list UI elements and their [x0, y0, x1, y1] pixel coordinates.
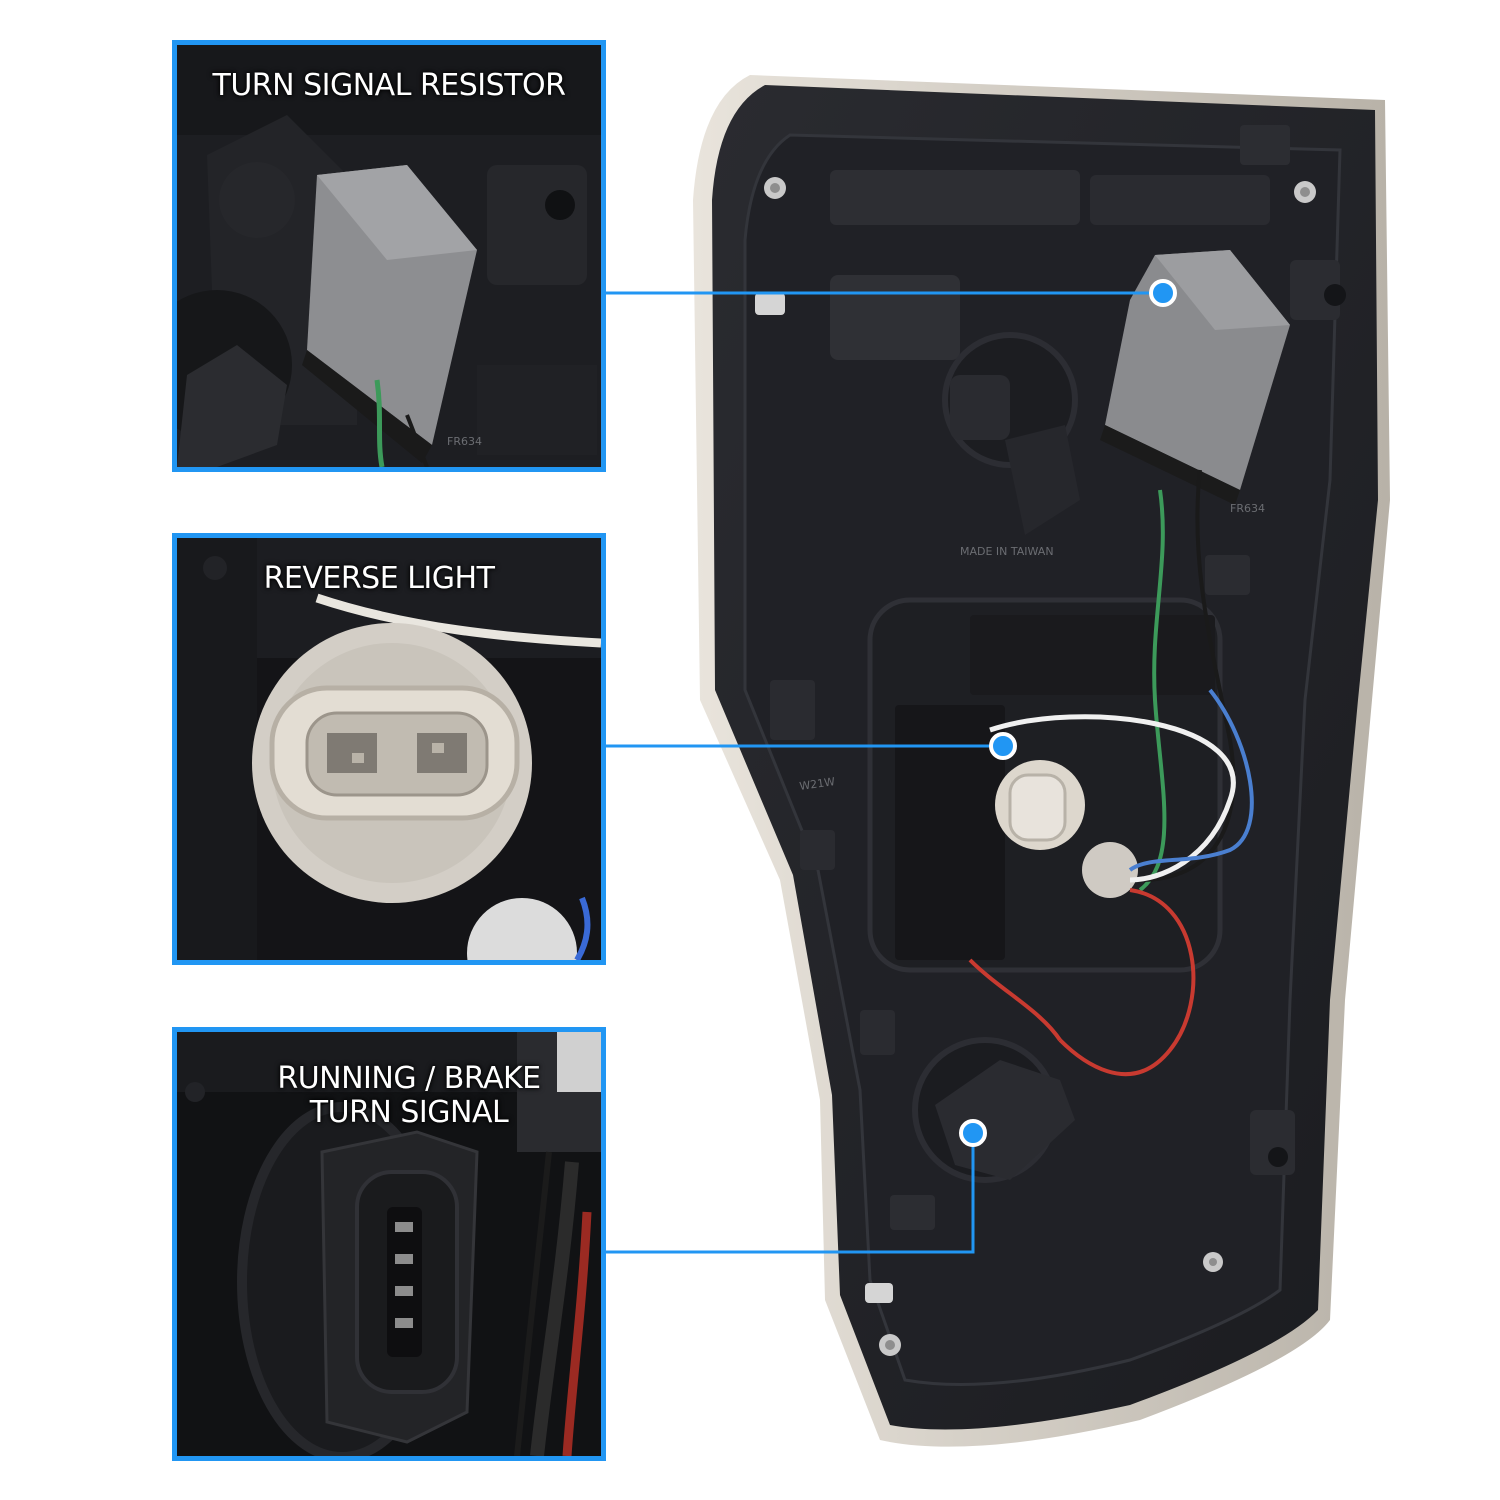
callout-photo-resistor: FR634: [177, 45, 601, 467]
callout-photo-reverse: [177, 538, 601, 960]
callout-label-turn-signal-resistor: TURN SIGNAL RESISTOR: [212, 68, 566, 103]
callout-line-2: [605, 732, 1017, 760]
callout-turn-signal-resistor: FR634 TURN SIGNAL RESISTOR: [172, 40, 606, 472]
callout-photo-running-brake: [177, 1032, 601, 1456]
callout-line-3: [605, 1119, 987, 1254]
molded-bulb-code: W21W: [799, 775, 836, 793]
screw-icon: [1203, 1252, 1223, 1272]
bulb-socket-icon: [912, 1037, 1075, 1183]
bulb-socket-icon: [995, 760, 1085, 850]
molded-part-code: FR634: [1230, 502, 1265, 515]
screw-icon: [1294, 181, 1316, 203]
callout-dot-icon: [959, 1119, 987, 1147]
molded-made-in-taiwan: MADE IN TAIWAN: [960, 545, 1054, 558]
callout-label-reverse-light: REVERSE LIGHT: [263, 561, 495, 596]
turn-signal-resistor: [1100, 250, 1290, 505]
callout-dot-icon: [989, 732, 1017, 760]
callout-line-1: [605, 279, 1177, 307]
callout-label-running-brake-turn: RUNNING / BRAKE TURN SIGNAL: [277, 1061, 541, 1130]
bulb-socket-icon: [942, 332, 1080, 535]
callout-reverse-light: REVERSE LIGHT: [172, 533, 606, 965]
screw-icon: [764, 177, 786, 199]
callout-dot-icon: [1149, 279, 1177, 307]
screw-icon: [879, 1334, 901, 1356]
callout-running-brake-turn: RUNNING / BRAKE TURN SIGNAL: [172, 1027, 606, 1461]
callout-molded-code: FR634: [447, 435, 482, 448]
